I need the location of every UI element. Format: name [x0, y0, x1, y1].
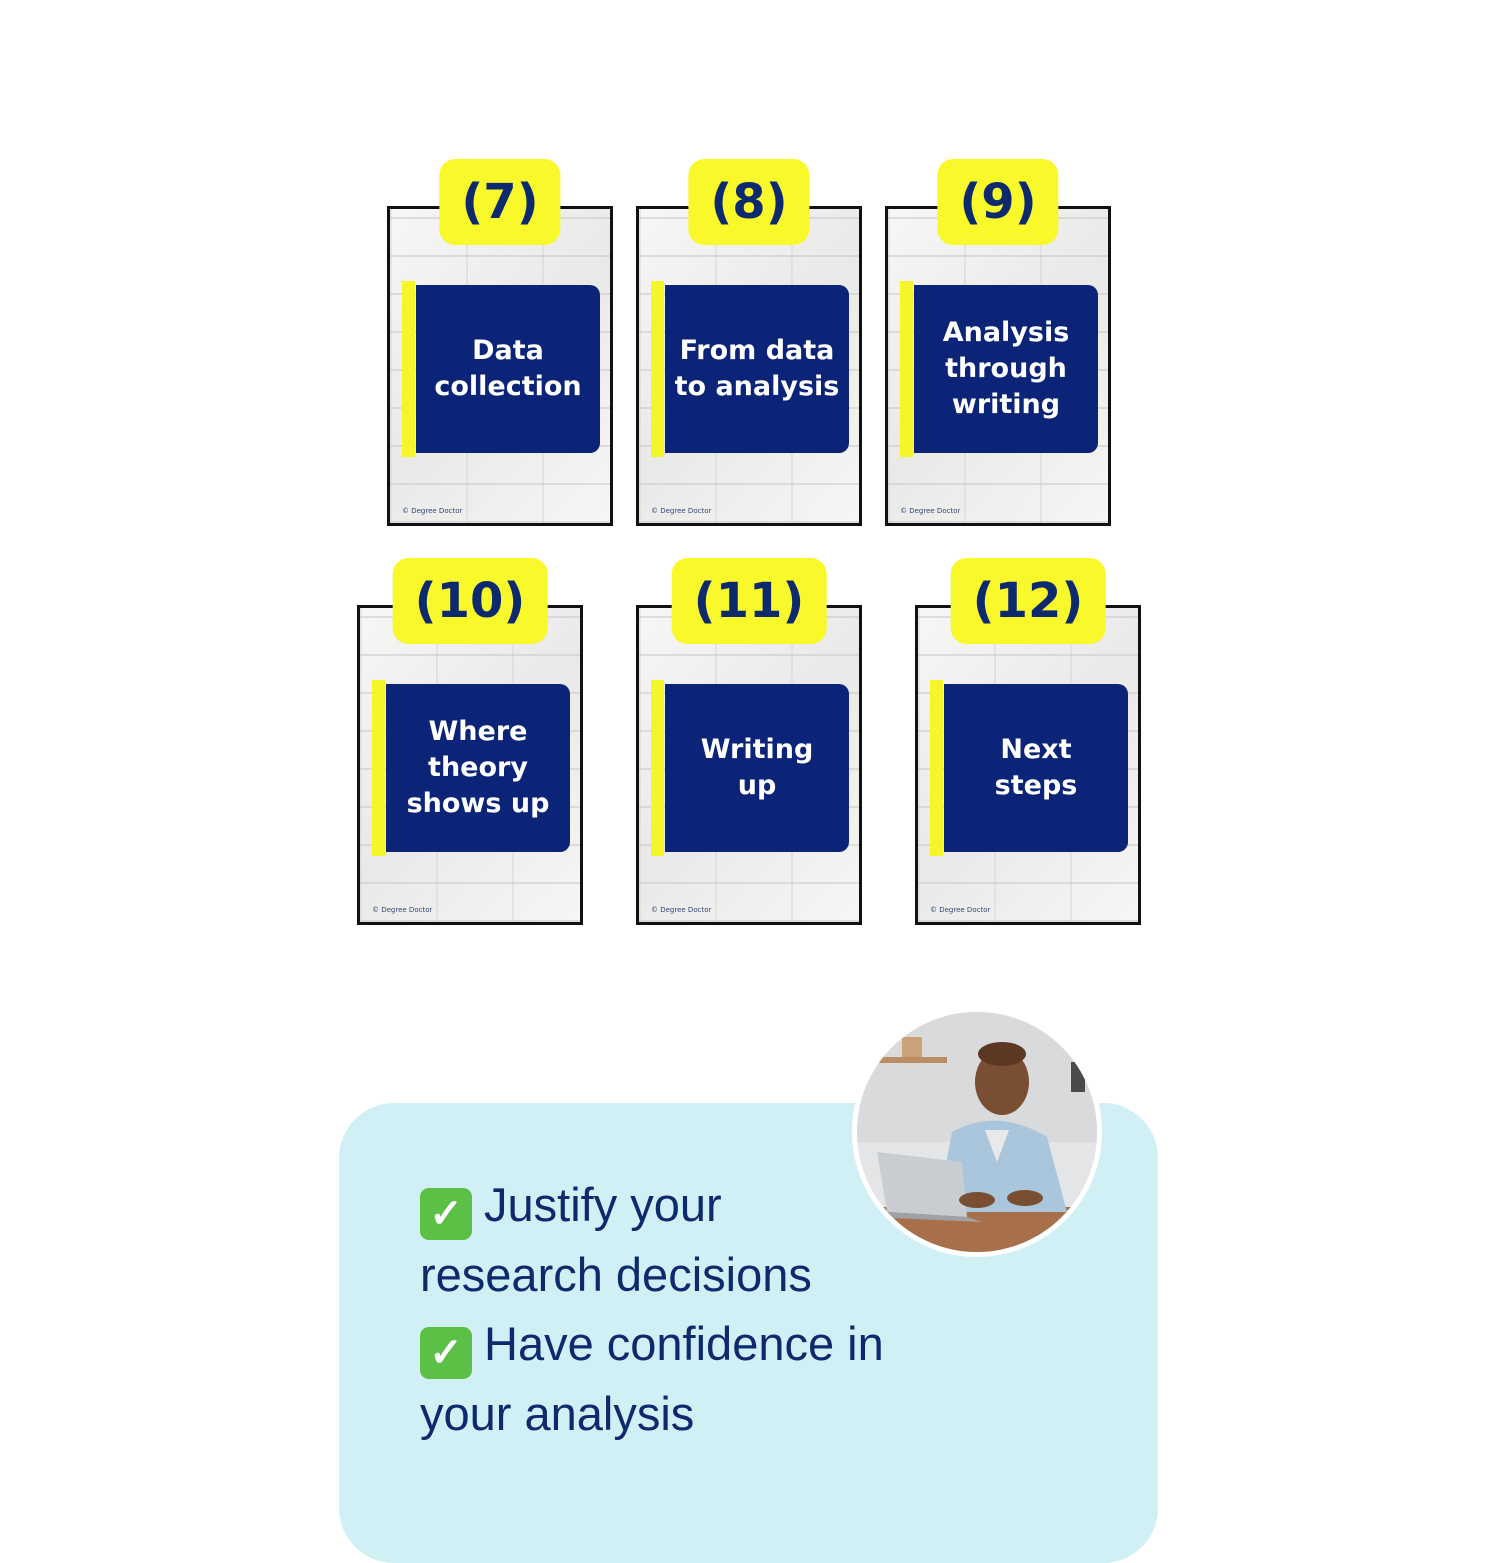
copyright-text: © Degree Doctor: [651, 906, 712, 914]
module-card-12: (12) Next steps © Degree Doctor: [915, 558, 1141, 925]
module-card-9: (9) Analysis through writing © Degree Do…: [885, 159, 1111, 526]
module-title-box: Analysis through writing: [914, 285, 1098, 453]
module-title: Analysis through writing: [942, 317, 1070, 420]
benefit-line: Justify your: [484, 1178, 722, 1231]
module-title-box: Next steps: [944, 684, 1128, 852]
module-card-7: (7) Data collection © Degree Doctor: [387, 159, 613, 526]
copyright-text: © Degree Doctor: [372, 906, 433, 914]
module-card-8: (8) From data to analysis © Degree Docto…: [636, 159, 862, 526]
accent-bar: [930, 680, 943, 856]
module-card-10: (10) Where theory shows up © Degree Doct…: [357, 558, 583, 925]
module-number-badge: (8): [688, 159, 810, 245]
copyright-text: © Degree Doctor: [930, 906, 991, 914]
accent-bar: [402, 281, 415, 457]
module-title: From data to analysis: [674, 335, 840, 402]
person-at-laptop-icon: [857, 1012, 1097, 1252]
module-title-box: From data to analysis: [665, 285, 849, 453]
copyright-text: © Degree Doctor: [651, 507, 712, 515]
copyright-text: © Degree Doctor: [900, 507, 961, 515]
module-number-badge: (11): [671, 558, 827, 644]
module-number-badge: (10): [392, 558, 548, 644]
benefit-line: research decisions: [420, 1248, 812, 1301]
avatar: [852, 1007, 1102, 1257]
module-card-11: (11) Writing up © Degree Doctor: [636, 558, 862, 925]
module-number-badge: (12): [950, 558, 1106, 644]
check-mark-icon: ✓: [420, 1188, 472, 1240]
benefit-item-justify: ✓Justify your research decisions: [420, 1170, 980, 1310]
accent-bar: [900, 281, 913, 457]
benefit-line: Have confidence in: [484, 1317, 884, 1370]
benefit-item-confidence: ✓Have confidence in your analysis: [420, 1309, 980, 1449]
module-number-badge: (7): [439, 159, 561, 245]
accent-bar: [651, 680, 664, 856]
module-number-badge: (9): [937, 159, 1059, 245]
check-mark-icon: ✓: [420, 1327, 472, 1379]
module-title: Writing up: [700, 734, 814, 801]
accent-bar: [651, 281, 664, 457]
module-title-box: Where theory shows up: [386, 684, 570, 852]
module-title-box: Writing up: [665, 684, 849, 852]
module-title: Next steps: [994, 734, 1078, 801]
module-title-box: Data collection: [416, 285, 600, 453]
accent-bar: [372, 680, 385, 856]
module-title: Where theory shows up: [406, 716, 550, 819]
module-title: Data collection: [434, 335, 582, 402]
benefit-line: your analysis: [420, 1387, 695, 1440]
copyright-text: © Degree Doctor: [402, 507, 463, 515]
